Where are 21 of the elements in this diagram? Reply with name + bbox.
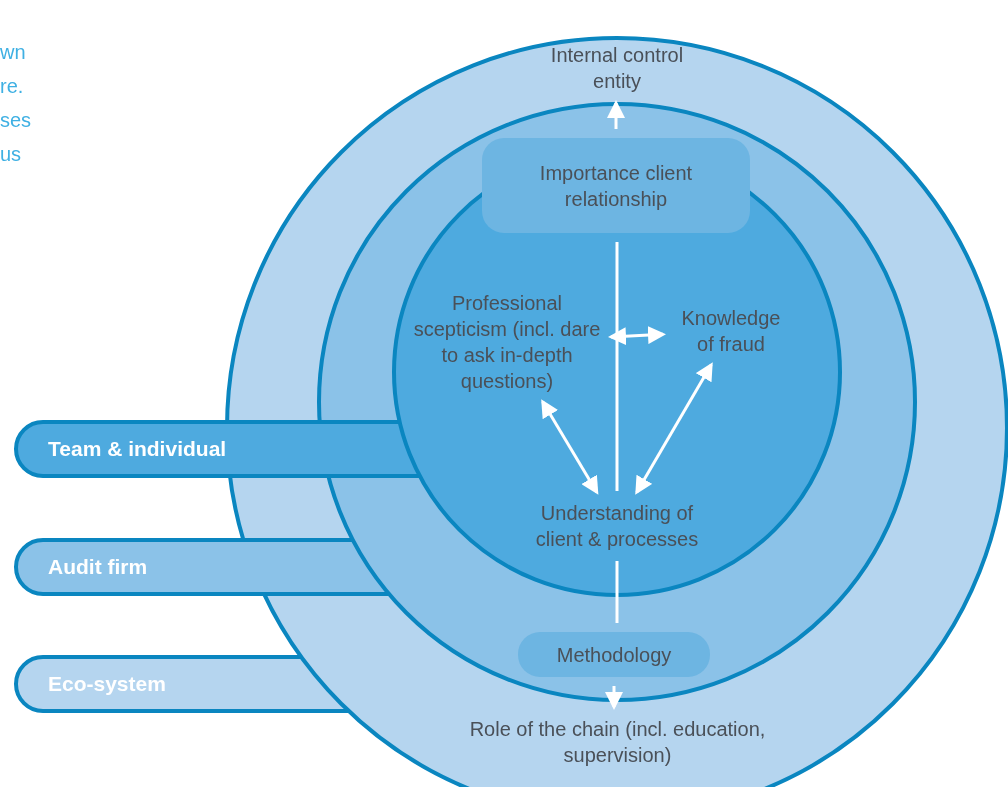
text-fragment: wn: [0, 40, 26, 64]
text-label: Role of the chain (incl. education, supervision): [425, 716, 810, 768]
tab-label: Eco-system: [48, 671, 166, 697]
text-fragment: ses: [0, 108, 32, 132]
arrow: [605, 686, 623, 710]
text-label: Knowledge of fraud: [672, 305, 790, 357]
connector-line: [615, 561, 619, 623]
connector-line: [615, 242, 619, 491]
tab-label: Audit firm: [48, 554, 148, 580]
text-fragment: re.: [0, 74, 24, 98]
arrow: [635, 362, 713, 495]
text-label: Internal control entity: [542, 42, 692, 94]
rounded-box: Methodology: [518, 632, 710, 677]
rounded-box: Importance client relationship: [482, 138, 750, 233]
arrow: [608, 326, 666, 346]
arrow: [541, 399, 599, 495]
text-fragment: us: [0, 142, 22, 166]
text-label: Understanding of client & processes: [517, 500, 717, 552]
tab-label: Team & individual: [48, 436, 227, 462]
arrow: [607, 100, 625, 129]
text-label: Professional scepticism (incl. dare to ask in-depth questions): [412, 290, 602, 394]
